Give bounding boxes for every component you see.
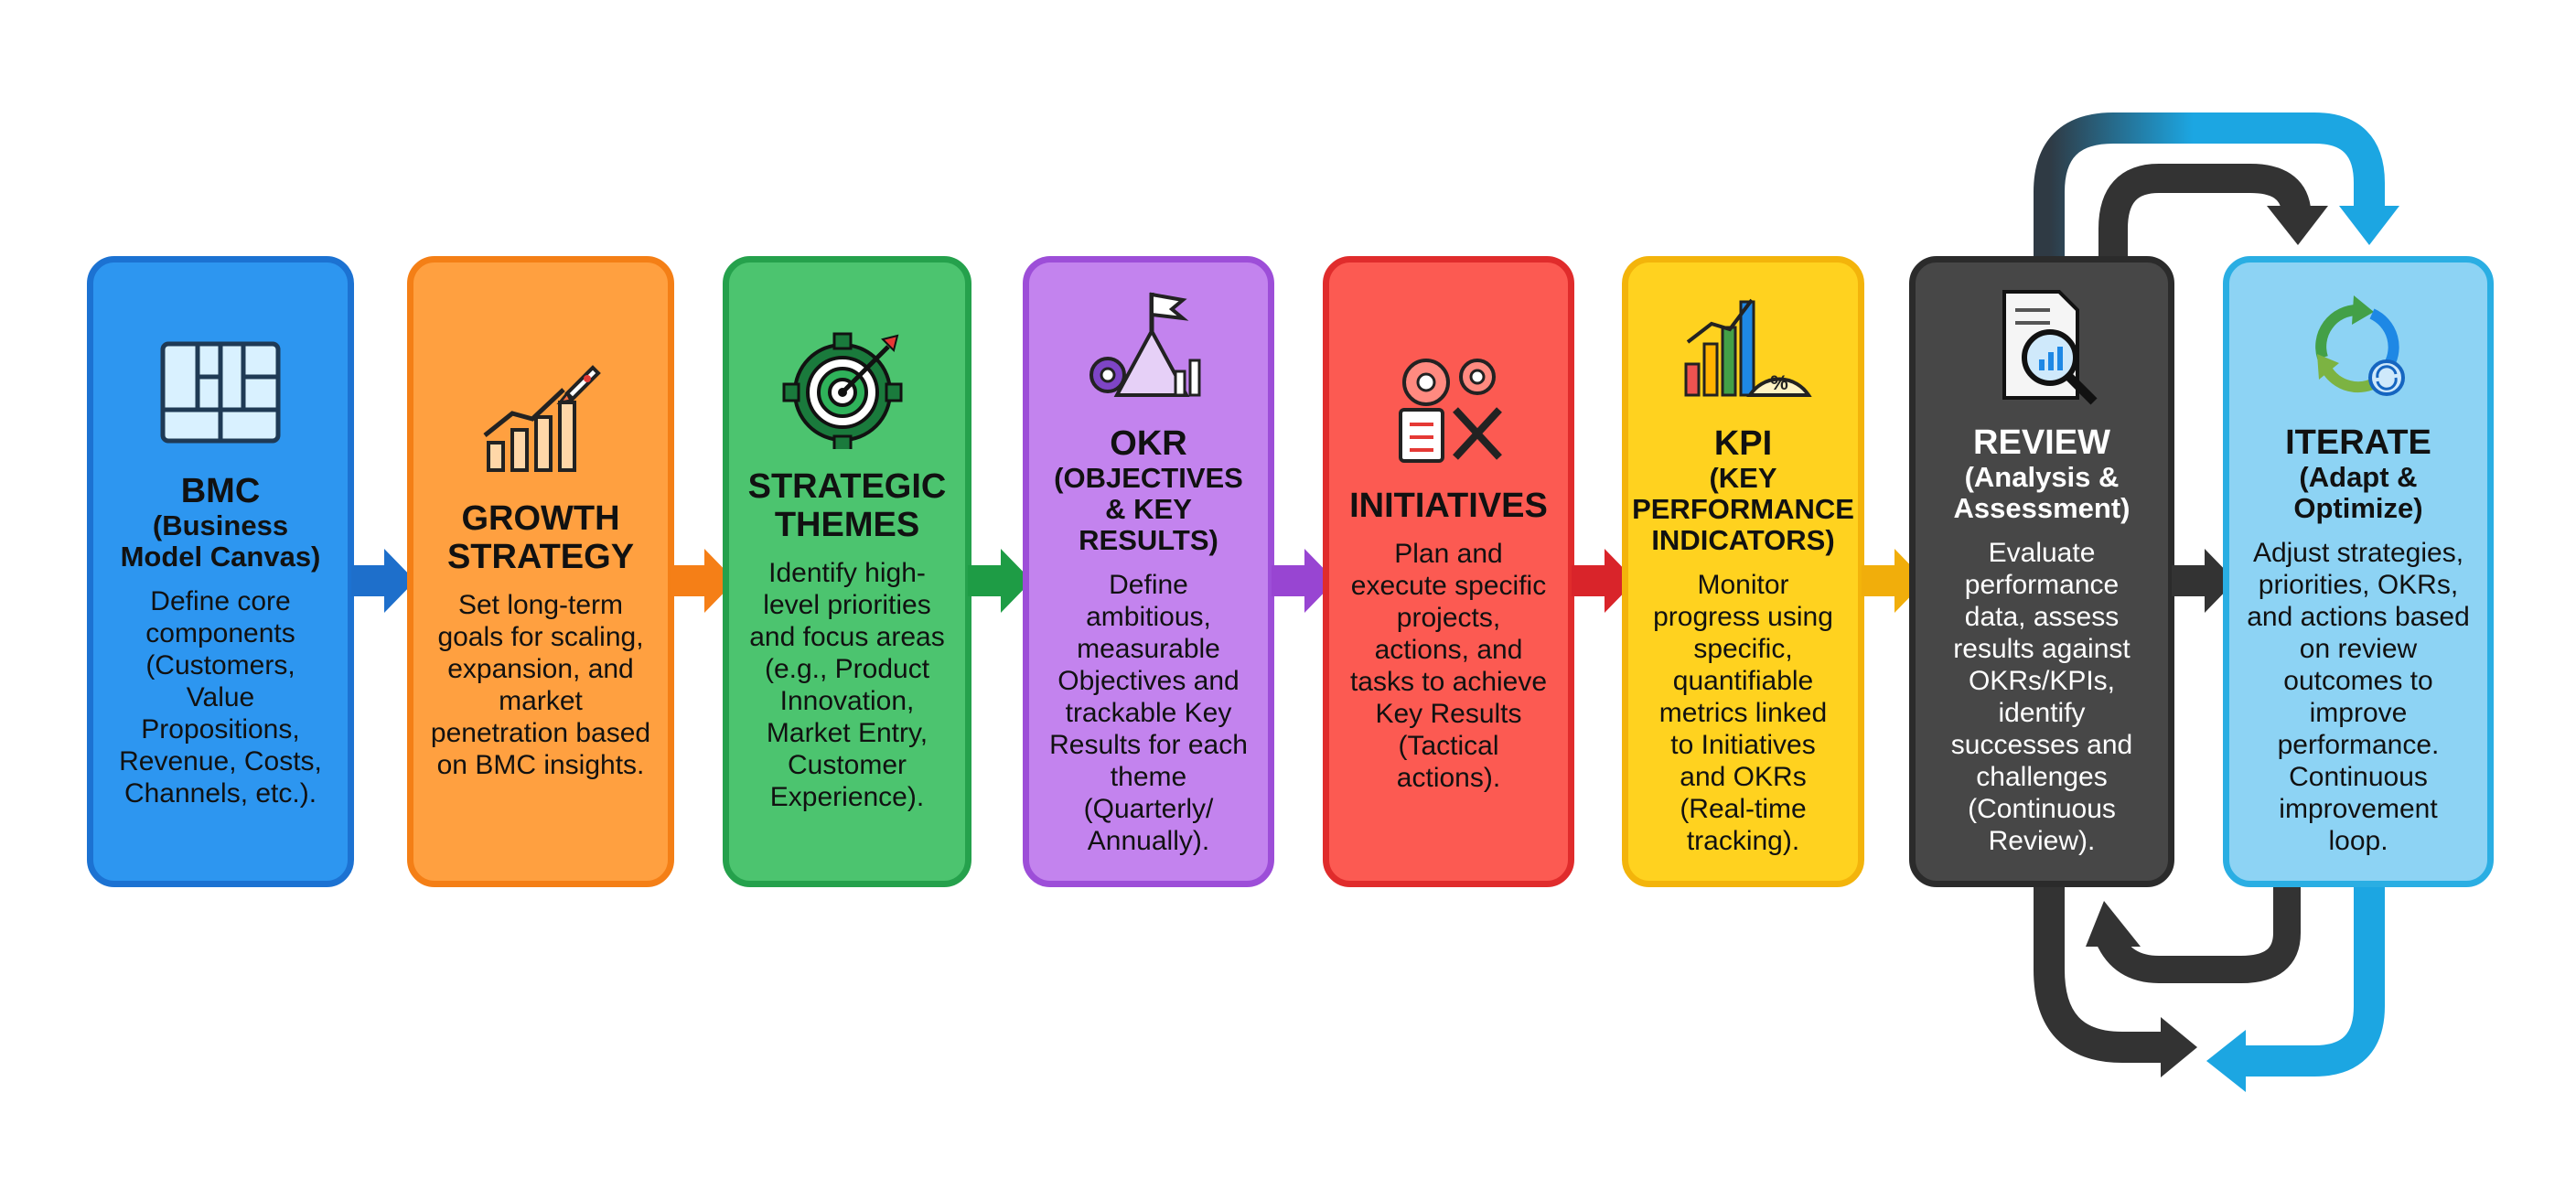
- stage-title: REVIEW: [1973, 423, 2110, 462]
- flow-arrow-4: [1272, 549, 1336, 613]
- stage-card-review: REVIEW (Analysis & Assessment) Evaluate …: [1909, 256, 2174, 887]
- stage-title: INITIATIVES: [1349, 487, 1548, 525]
- stage-description: Set long-term goals for scaling, expansi…: [430, 590, 651, 780]
- bottom-inner-loop-arrow: [2096, 885, 2301, 983]
- top-inner-loop-arrow: [2098, 164, 2311, 258]
- stage-card-bmc: BMC (Business Model Canvas) Define core …: [87, 256, 354, 887]
- report-magnifier-icon: [2002, 290, 2098, 405]
- bottom-outer-loop-arrow: [2034, 885, 2163, 1063]
- stage-description: Adjust strategies, priorities, OKRs, and…: [2247, 538, 2470, 856]
- stage-card-okr: OKR (OBJECTIVES & KEY RESULTS) Define am…: [1023, 256, 1274, 887]
- stage-card-iterate: ITERATE (Adapt & Optimize) Adjust strate…: [2223, 256, 2494, 887]
- bottom-outer-blue-arrow: [2241, 885, 2385, 1077]
- bottom-outer-arrowhead: [2161, 1017, 2197, 1077]
- flow-arrow-7: [2172, 549, 2236, 613]
- stage-title: ITERATE: [2285, 423, 2431, 462]
- stage-description: Evaluate performance data, assess result…: [1950, 538, 2133, 856]
- target-gear-icon: [782, 332, 903, 449]
- stage-subtitle: (KEY PERFORMANCE INDICATORS): [1632, 461, 1854, 556]
- top-outer-arrowhead: [2339, 206, 2399, 245]
- top-outer-loop-arrow: [2034, 112, 2385, 258]
- stage-card-initiatives: INITIATIVES Plan and execute specific pr…: [1323, 256, 1574, 887]
- top-inner-arrowhead: [2267, 206, 2328, 245]
- bottom-blue-arrowhead: [2206, 1030, 2246, 1092]
- stage-title: BMC: [180, 471, 261, 510]
- flow-arrow-1: [351, 549, 415, 613]
- svg-text:%: %: [1770, 371, 1788, 394]
- stage-description: Define core components (Customers, Value…: [119, 585, 322, 809]
- stage-title: OKR: [1110, 423, 1187, 463]
- flag-mountain-gear-icon: [1089, 292, 1200, 397]
- stage-title: GROWTH STRATEGY: [446, 499, 635, 576]
- stage-subtitle: (OBJECTIVES & KEY RESULTS): [1054, 461, 1243, 556]
- bar-chart-gauge-icon: %: [1684, 298, 1812, 397]
- flow-arrow-3: [968, 549, 1032, 613]
- stage-description: Monitor progress using specific, quantif…: [1653, 569, 1833, 856]
- cycle-arrows-icon: [2315, 295, 2405, 396]
- stage-title: KPI: [1713, 423, 1773, 463]
- stage-description: Plan and execute specific projects, acti…: [1349, 539, 1548, 793]
- stage-card-growth-strategy: GROWTH STRATEGY Set long-term goals for …: [407, 256, 674, 887]
- stage-card-strategic-themes: STRATEGIC THEMES Identify high-level pri…: [723, 256, 971, 887]
- flow-arrow-2: [671, 549, 735, 613]
- stage-subtitle: (Adapt & Optimize): [2293, 461, 2423, 524]
- stage-subtitle: (Analysis & Assessment): [1953, 461, 2131, 524]
- growth-rocket-chart-icon: [483, 365, 601, 472]
- stage-description: Define ambitious, measurable Objectives …: [1049, 569, 1248, 856]
- business-model-canvas-icon: [160, 341, 281, 443]
- stage-title: STRATEGIC THEMES: [747, 467, 947, 544]
- bottom-inner-arrowhead: [2086, 901, 2141, 947]
- flow-arrow-5: [1572, 549, 1636, 613]
- gears-tools-checklist-icon: [1398, 359, 1502, 463]
- stage-subtitle: (Business Model Canvas): [120, 509, 321, 573]
- stage-card-kpi: % KPI (KEY PERFORMANCE INDICATORS) Monit…: [1622, 256, 1864, 887]
- stage-description: Identify high-level priorities and focus…: [749, 558, 945, 812]
